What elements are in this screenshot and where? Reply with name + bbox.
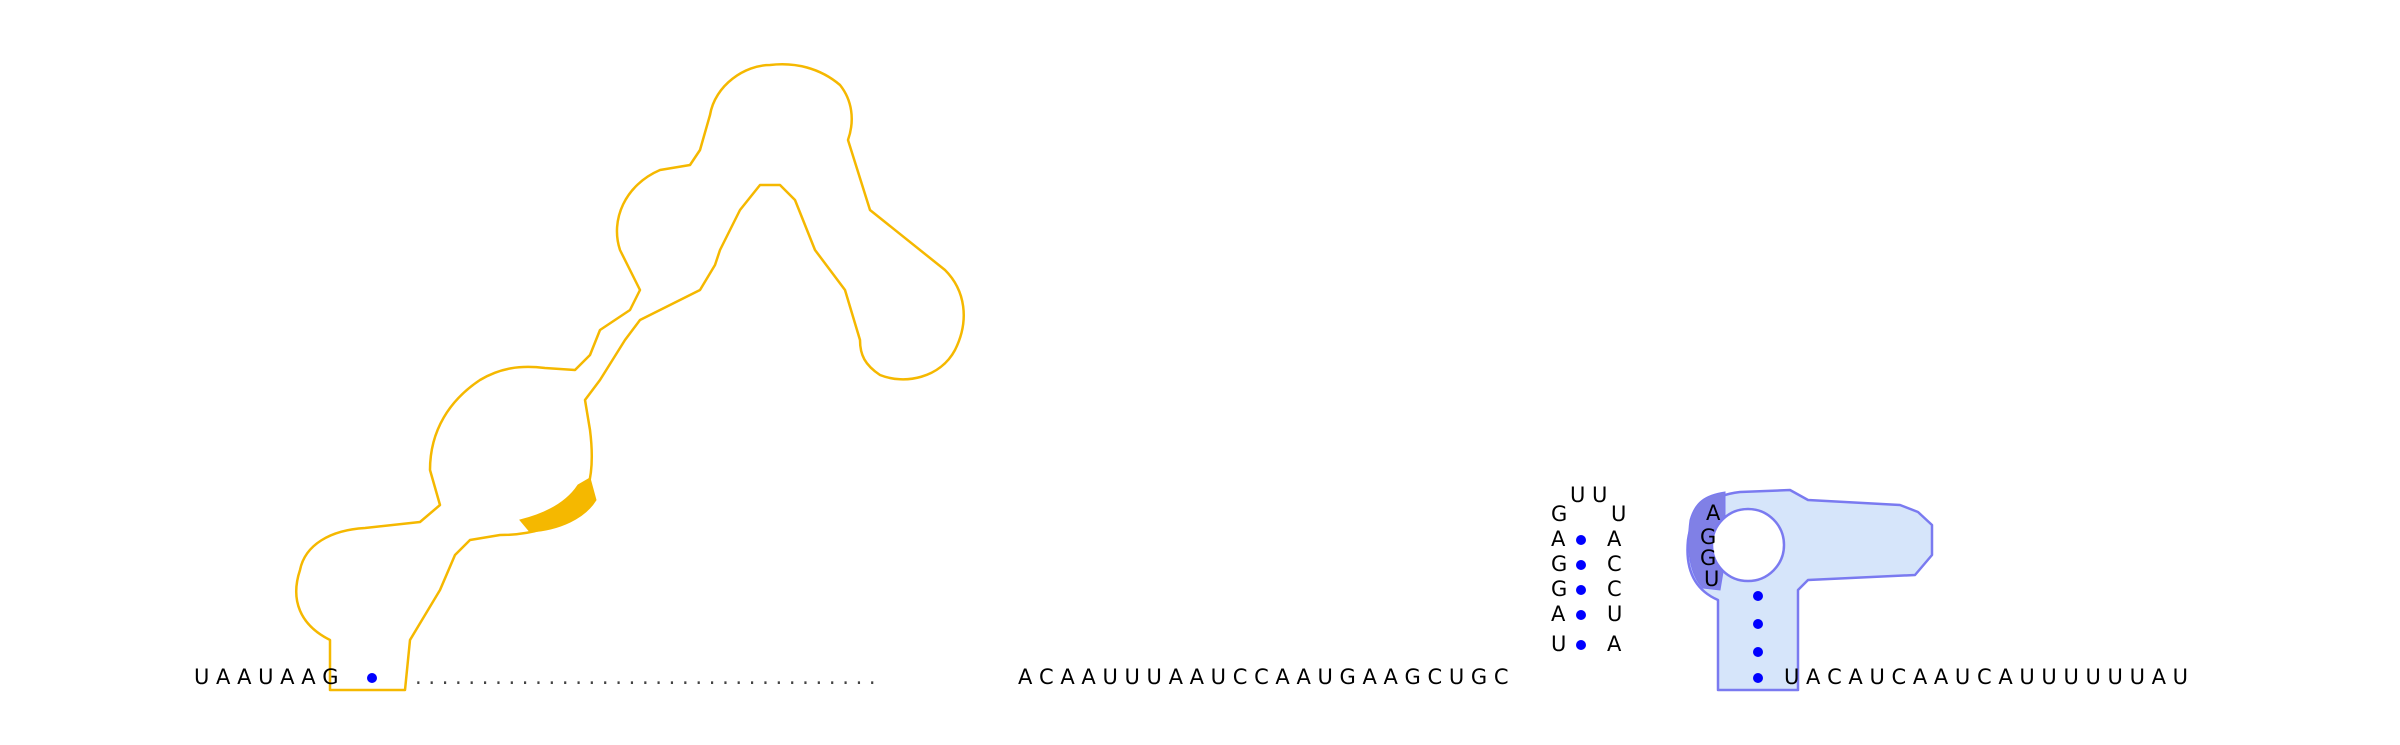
bond-dot-orange-base [367, 673, 377, 683]
left-strand-5prime: U A A U A A G [194, 665, 339, 689]
hairpin-loop-c: U [1611, 502, 1626, 526]
gap-strand: . . . . . . . . . . . . . . . . . . . . … [415, 665, 876, 689]
blue-highlight-base-g1: G [1700, 525, 1716, 549]
blue-loop-inner [1710, 507, 1786, 583]
hairpin-loop-top: G [1551, 502, 1567, 526]
blue-highlight-base-a: A [1706, 501, 1721, 525]
blue-highlight-base-g2: G [1700, 546, 1716, 570]
right-strand-3prime: U A C A U C A A U C A U U U U U U A U [1784, 665, 2188, 689]
strand-labels: U A A U A A G . . . . . . . . . . . . . … [194, 665, 2188, 689]
blue-highlight [1688, 491, 1726, 591]
hairpin-loop-b: U [1592, 483, 1607, 507]
hairpin-loop-a: U [1570, 483, 1585, 507]
blue-domain-labels: A G G U [1700, 501, 1721, 591]
bond-dots [367, 535, 1763, 683]
hairpin-left-5: U [1551, 632, 1566, 656]
blue-highlight-base-u: U [1704, 567, 1719, 591]
bond-dot-hairpin-3 [1576, 585, 1586, 595]
hairpin-left-1: A [1551, 527, 1566, 551]
orange-domain-outline [295, 63, 965, 692]
bond-dot-hairpin-1 [1576, 535, 1586, 545]
hairpin-right-3: C [1607, 577, 1622, 601]
hairpin-right-4: U [1607, 602, 1622, 626]
hairpin-left-4: A [1551, 602, 1566, 626]
hairpin-right-5: A [1607, 632, 1622, 656]
orange-highlight [519, 477, 597, 533]
hairpin-right-2: C [1607, 552, 1622, 576]
bond-dot-blue-1 [1753, 591, 1763, 601]
bond-dot-blue-3 [1753, 647, 1763, 657]
bond-dot-hairpin-4 [1576, 610, 1586, 620]
orange-domain [295, 63, 965, 692]
hairpin-right-1: A [1607, 527, 1622, 551]
bond-dot-hairpin-5 [1576, 640, 1586, 650]
blue-domain [1686, 488, 1934, 692]
middle-strand: A C A A U U U A A U C C A A U G A A G C … [1018, 665, 1509, 689]
bond-dot-blue-2 [1753, 619, 1763, 629]
hairpin-left-3: G [1551, 577, 1567, 601]
hairpin-left-2: G [1551, 552, 1567, 576]
small-hairpin: G U U U A G G A U A C C U A [1551, 483, 1626, 656]
bond-dot-hairpin-2 [1576, 560, 1586, 570]
bond-dot-blue-4 [1753, 673, 1763, 683]
